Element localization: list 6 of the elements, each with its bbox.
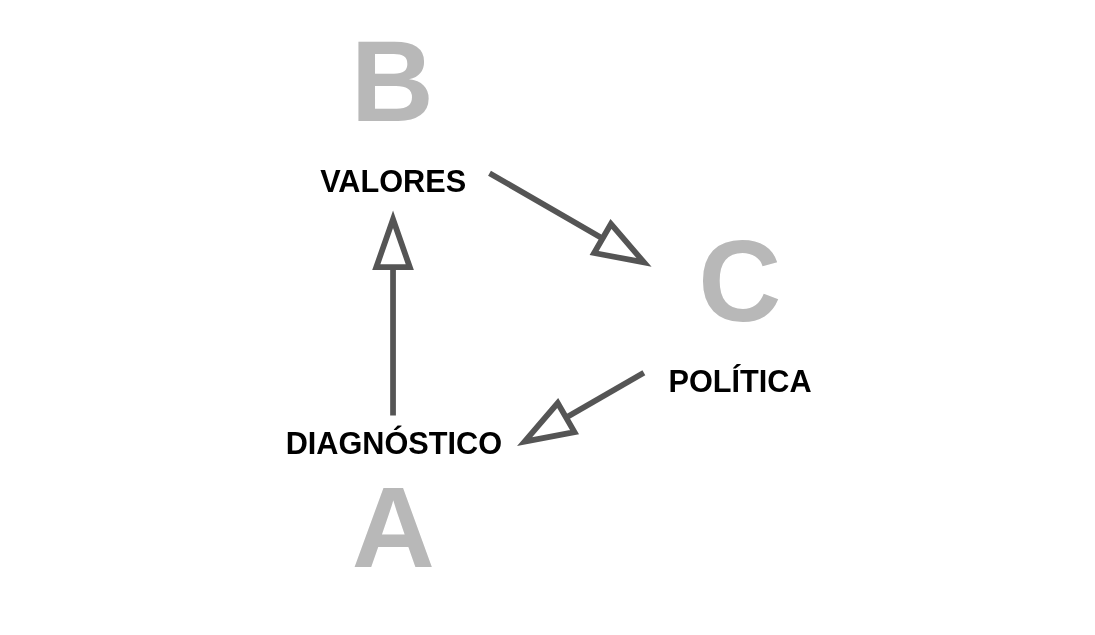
node-text: DIAGNÓSTICO A bbox=[285, 425, 502, 592]
arrow bbox=[516, 370, 645, 446]
node-text: C POLÍTICA bbox=[667, 217, 812, 399]
arrow bbox=[487, 170, 652, 267]
arrow bbox=[371, 210, 414, 416]
node-text: B VALORES bbox=[319, 17, 466, 199]
